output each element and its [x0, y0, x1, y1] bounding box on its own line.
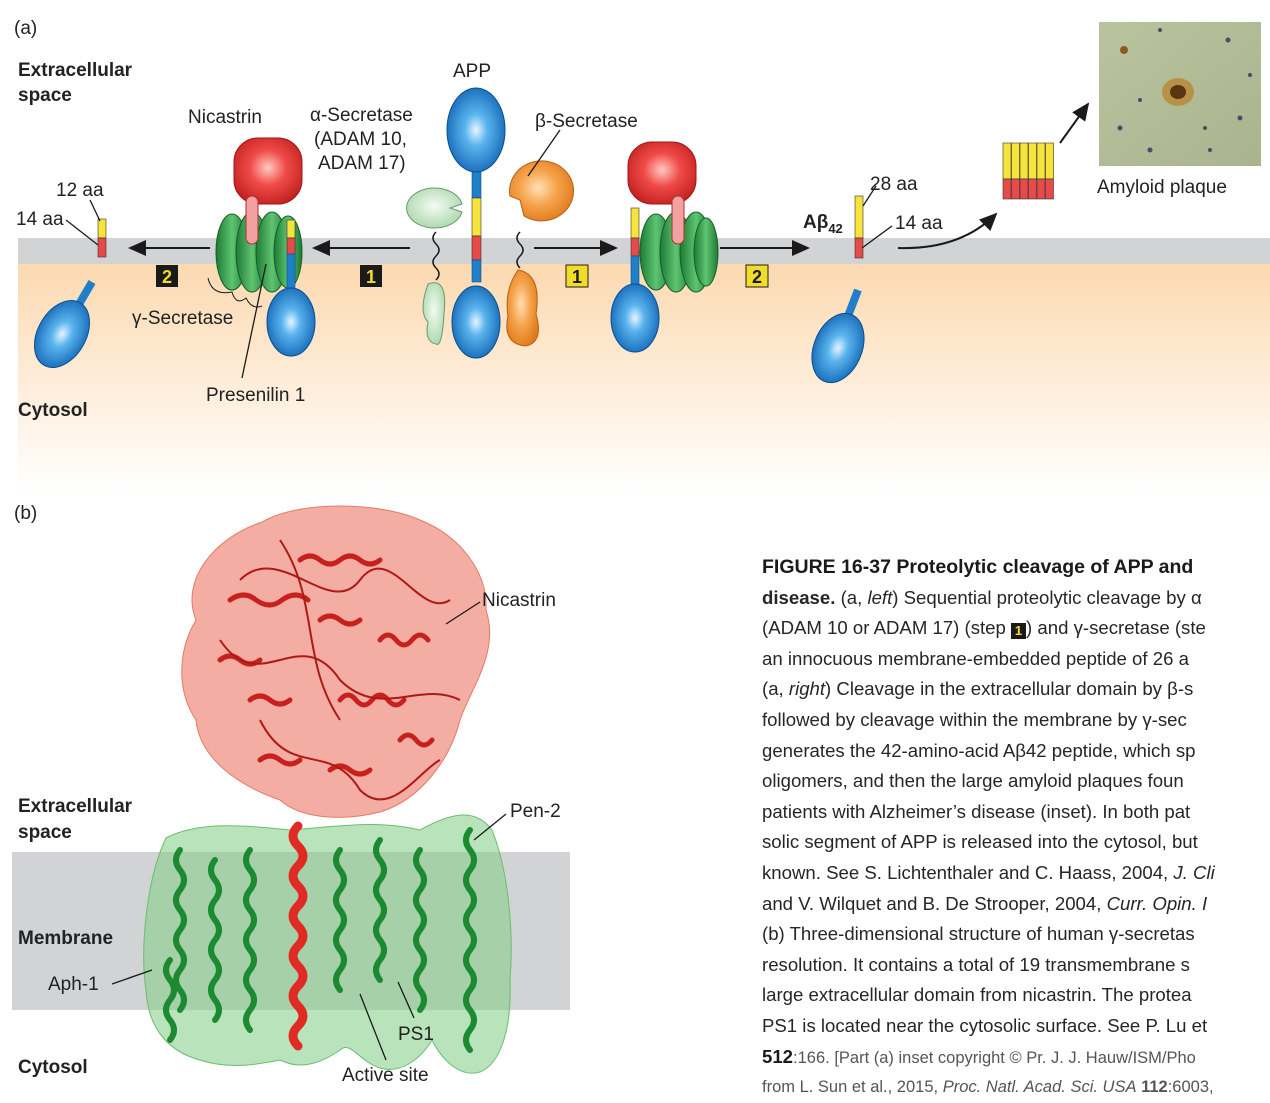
caption-line-2: disease. (a, left) Sequential proteolyti… [762, 586, 1202, 608]
left-gamma-secretase-complex [207, 137, 316, 379]
active-site-label: Active site [342, 1065, 429, 1086]
membrane-label-b: Membrane [18, 928, 113, 949]
left-frag-14aa-label: 14 aa [16, 209, 64, 230]
beta-secretase [506, 129, 575, 347]
alpha-secretase-label: α-Secretase [310, 105, 413, 126]
caption-line-8: oligomers, and then the large amyloid pl… [762, 770, 1184, 792]
svg-text:2: 2 [162, 267, 172, 287]
red-transmembrane-helix [288, 821, 308, 1051]
caption-line-5: (a, right) Cleavage in the extracellular… [762, 678, 1194, 700]
oligomer-peptide-membrane-part [1019, 178, 1029, 200]
caption-step-badge: 1 [1011, 623, 1027, 640]
step-1-right-badge: 1 [565, 264, 589, 288]
figure-caption: FIGURE 16-37 Proteolytic cleavage of APP… [762, 552, 1270, 1103]
arrow-to-oligomers [897, 212, 998, 250]
caption-line-16: PS1 is located near the cytosolic surfac… [762, 1014, 1208, 1036]
abeta-oligomers [1002, 142, 1054, 200]
amyloid-plaque-inset [1099, 22, 1261, 166]
right-frag-14aa-label: 14 aa [895, 213, 943, 234]
cytosol-label-b: Cytosol [18, 1057, 88, 1078]
caption-line-14: resolution. It contains a total of 19 tr… [762, 953, 1190, 975]
nicastrin-structure [181, 505, 491, 818]
caption-line-6: followed by cleavage within the membrane… [762, 708, 1187, 730]
svg-text:1: 1 [572, 267, 582, 287]
amyloid-plaque-label: Amyloid plaque [1097, 177, 1227, 198]
oligomer-peptide-membrane-part [1045, 178, 1054, 200]
oligomer-peptide-membrane-part [1028, 178, 1037, 200]
pen-2-leader [473, 813, 507, 841]
oligomer-peptide-extracellular-part [1002, 142, 1012, 180]
nicastrin-helices [217, 553, 435, 777]
ps1-leader [397, 981, 415, 1019]
beta-secretase-label: β-Secretase [535, 111, 638, 132]
nicastrin-label: Nicastrin [188, 107, 262, 128]
nicastrin-loops [219, 539, 461, 801]
caption-line-7: generates the 42-amino-acid Aβ42 peptide… [762, 739, 1196, 761]
nicastrin-b-label: Nicastrin [482, 590, 556, 611]
app-label: APP [453, 61, 491, 82]
aph-1-label: Aph-1 [48, 974, 99, 995]
caption-line-4: an innocuous membrane-embedded peptide o… [762, 647, 1189, 669]
nicastrin-b-leader [445, 601, 481, 625]
caption-title: FIGURE 16-37 Proteolytic cleavage of APP… [762, 556, 1194, 578]
extracellular-label-b: Extracellular [18, 796, 133, 817]
svg-text:2: 2 [752, 267, 762, 287]
transmembrane-domain-structure [143, 814, 512, 1074]
caption-line-10: solic segment of APP is released into th… [762, 831, 1198, 853]
step-2-right-badge: 2 [745, 264, 769, 288]
pen-2-label: Pen-2 [510, 801, 561, 822]
gamma-secretase-label: γ-Secretase [132, 308, 233, 329]
svg-text:1: 1 [366, 267, 376, 287]
app-precursor [446, 87, 506, 359]
alpha-secretase-label-line2: (ADAM 10, [314, 129, 407, 150]
transmembrane-helices [163, 827, 477, 1053]
caption-line-11: known. See S. Lichtenthaler and C. Haass… [762, 861, 1215, 883]
oligomer-peptide-extracellular-part [1028, 142, 1037, 180]
caption-line-17: 512:166. [Part (a) inset copyright © Pr.… [762, 1045, 1196, 1067]
oligomer-peptide-membrane-part [1036, 178, 1046, 200]
caption-line-9: patients with Alzheimer’s disease (inset… [762, 800, 1191, 822]
abeta42-label: Aβ42 [803, 212, 843, 236]
cytosol-label: Cytosol [18, 400, 88, 421]
left-peptide-fragment [65, 199, 107, 258]
oligomer-peptide-extracellular-part [1011, 142, 1020, 180]
alpha-secretase-label-line3: ADAM 17) [318, 153, 406, 174]
oligomer-peptide-extracellular-part [1036, 142, 1046, 180]
panel-b-label: (b) [14, 503, 37, 524]
oligomer-peptide-extracellular-part [1019, 142, 1029, 180]
oligomer-peptide-membrane-part [1011, 178, 1020, 200]
caption-line-3: (ADAM 10 or ADAM 17) (step 1) and γ-secr… [762, 617, 1206, 640]
arrow-to-plaque [1059, 102, 1090, 144]
aph-1-leader [111, 969, 153, 985]
caption-line-13: (b) Three-dimensional structure of human… [762, 923, 1195, 945]
right-released-cytosolic-domain [811, 288, 865, 384]
panel-b: (b) [12, 503, 570, 1086]
presenilin-1-label: Presenilin 1 [206, 385, 305, 406]
right-frag-28aa-label: 28 aa [870, 174, 918, 195]
left-frag-12aa-label: 12 aa [56, 180, 104, 201]
step-1-left-badge: 1 [360, 265, 382, 287]
extracellular-label: Extracellular [18, 60, 133, 81]
extracellular-label-line2: space [18, 85, 72, 106]
ps1-label: PS1 [398, 1024, 434, 1045]
oligomer-peptide-membrane-part [1002, 178, 1012, 200]
panel-a: (a) Extracellular space Cytosol 12 aa 14… [14, 18, 1270, 494]
active-site-leader [359, 993, 387, 1061]
oligomer-peptide-extracellular-part [1045, 142, 1054, 180]
right-gamma-secretase-complex [610, 141, 719, 353]
caption-line-18: from L. Sun et al., 2015, Proc. Natl. Ac… [762, 1078, 1214, 1097]
alpha-secretase [406, 187, 463, 345]
caption-line-12: and V. Wilquet and B. De Strooper, 2004,… [762, 892, 1208, 914]
left-released-cytosolic-domain [34, 279, 96, 368]
extracellular-label-b-line2: space [18, 822, 72, 843]
panel-a-label: (a) [14, 18, 37, 39]
caption-line-15: large extracellular domain from nicastri… [762, 984, 1192, 1006]
step-2-left-badge: 2 [156, 265, 178, 287]
abeta42-peptide [854, 185, 893, 259]
